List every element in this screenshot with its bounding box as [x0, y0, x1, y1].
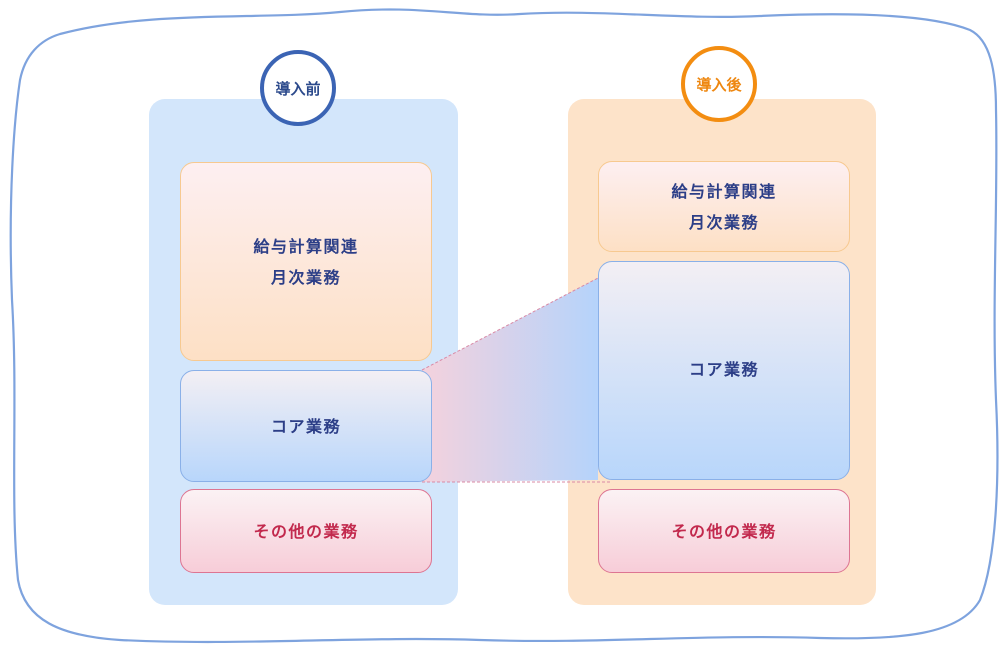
before-other-box: その他の業務	[180, 489, 432, 573]
before-core-box: コア業務	[180, 370, 432, 482]
after-core-label: コア業務	[688, 360, 759, 379]
before-payroll-line1: 給与計算関連	[253, 236, 359, 256]
before-core-label: コア業務	[270, 416, 341, 436]
before-payroll-box: 給与計算関連 月次業務	[180, 162, 432, 361]
after-core-box: コア業務	[598, 261, 850, 480]
after-other-label: その他の業務	[671, 521, 777, 541]
before-badge-label: 導入前	[275, 79, 321, 98]
after-payroll-box: 給与計算関連 月次業務	[598, 161, 850, 252]
after-other-box: その他の業務	[598, 489, 850, 573]
after-badge: 導入後	[681, 46, 757, 122]
before-badge: 導入前	[260, 50, 336, 126]
after-badge-label: 導入後	[696, 75, 742, 94]
after-payroll-line1: 給与計算関連	[671, 181, 777, 201]
after-payroll-line2: 月次業務	[688, 212, 759, 232]
before-other-label: その他の業務	[253, 521, 359, 541]
before-payroll-line2: 月次業務	[270, 267, 341, 287]
